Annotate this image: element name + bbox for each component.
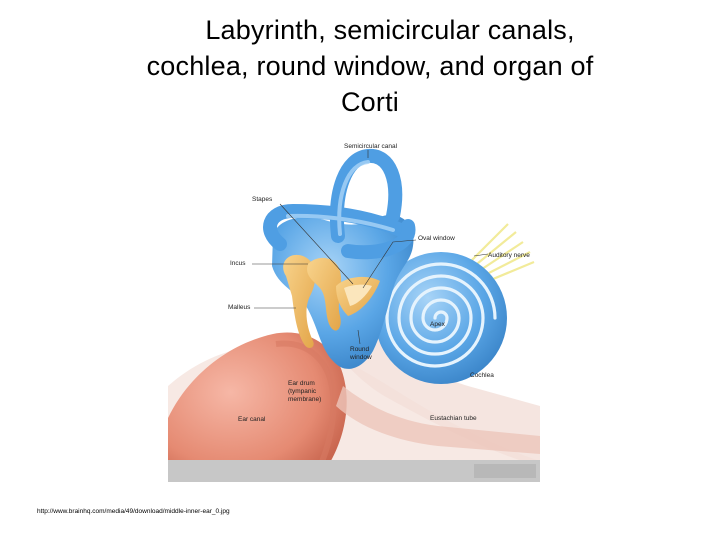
slide-title: Labyrinth, semicircular canals, cochlea,…	[60, 12, 680, 120]
malleus	[283, 254, 316, 348]
label-semicircular-canal: Semicircular canal	[344, 143, 398, 150]
label-malleus: Malleus	[228, 304, 251, 311]
title-line-2: cochlea, round window, and organ of	[146, 51, 594, 81]
eustachian-tube	[336, 386, 540, 454]
label-apex: Apex	[430, 321, 446, 328]
label-stapes: Stapes	[252, 196, 273, 203]
title-line-1: Labyrinth, semicircular canals,	[205, 15, 575, 45]
cochlea	[375, 252, 507, 384]
label-incus: Incus	[230, 260, 246, 267]
label-ear-canal: Ear canal	[238, 416, 266, 423]
incus	[307, 257, 342, 331]
label-ear-drum-2: (tympanic	[288, 388, 317, 395]
image-credit-bar	[168, 460, 540, 482]
label-cochlea: Cochlea	[470, 372, 494, 379]
label-round-window-2: window	[349, 354, 372, 361]
title-line-3: Corti	[340, 87, 399, 117]
label-oval-window: Oval window	[418, 235, 455, 242]
source-url: http://www.brainhq.com/media/49/download…	[37, 508, 230, 515]
label-ear-drum-3: membrane)	[288, 396, 321, 403]
ear-canal	[168, 332, 347, 482]
label-auditory-nerve: Auditory nerve	[488, 252, 530, 259]
inner-ear-diagram: Semicircular canal Stapes Oval window In…	[168, 136, 540, 482]
ossicles	[283, 254, 380, 348]
label-eustachian-tube: Eustachian tube	[430, 415, 477, 422]
label-ear-drum-1: Ear drum	[288, 380, 315, 387]
label-round-window-1: Round	[350, 346, 370, 353]
